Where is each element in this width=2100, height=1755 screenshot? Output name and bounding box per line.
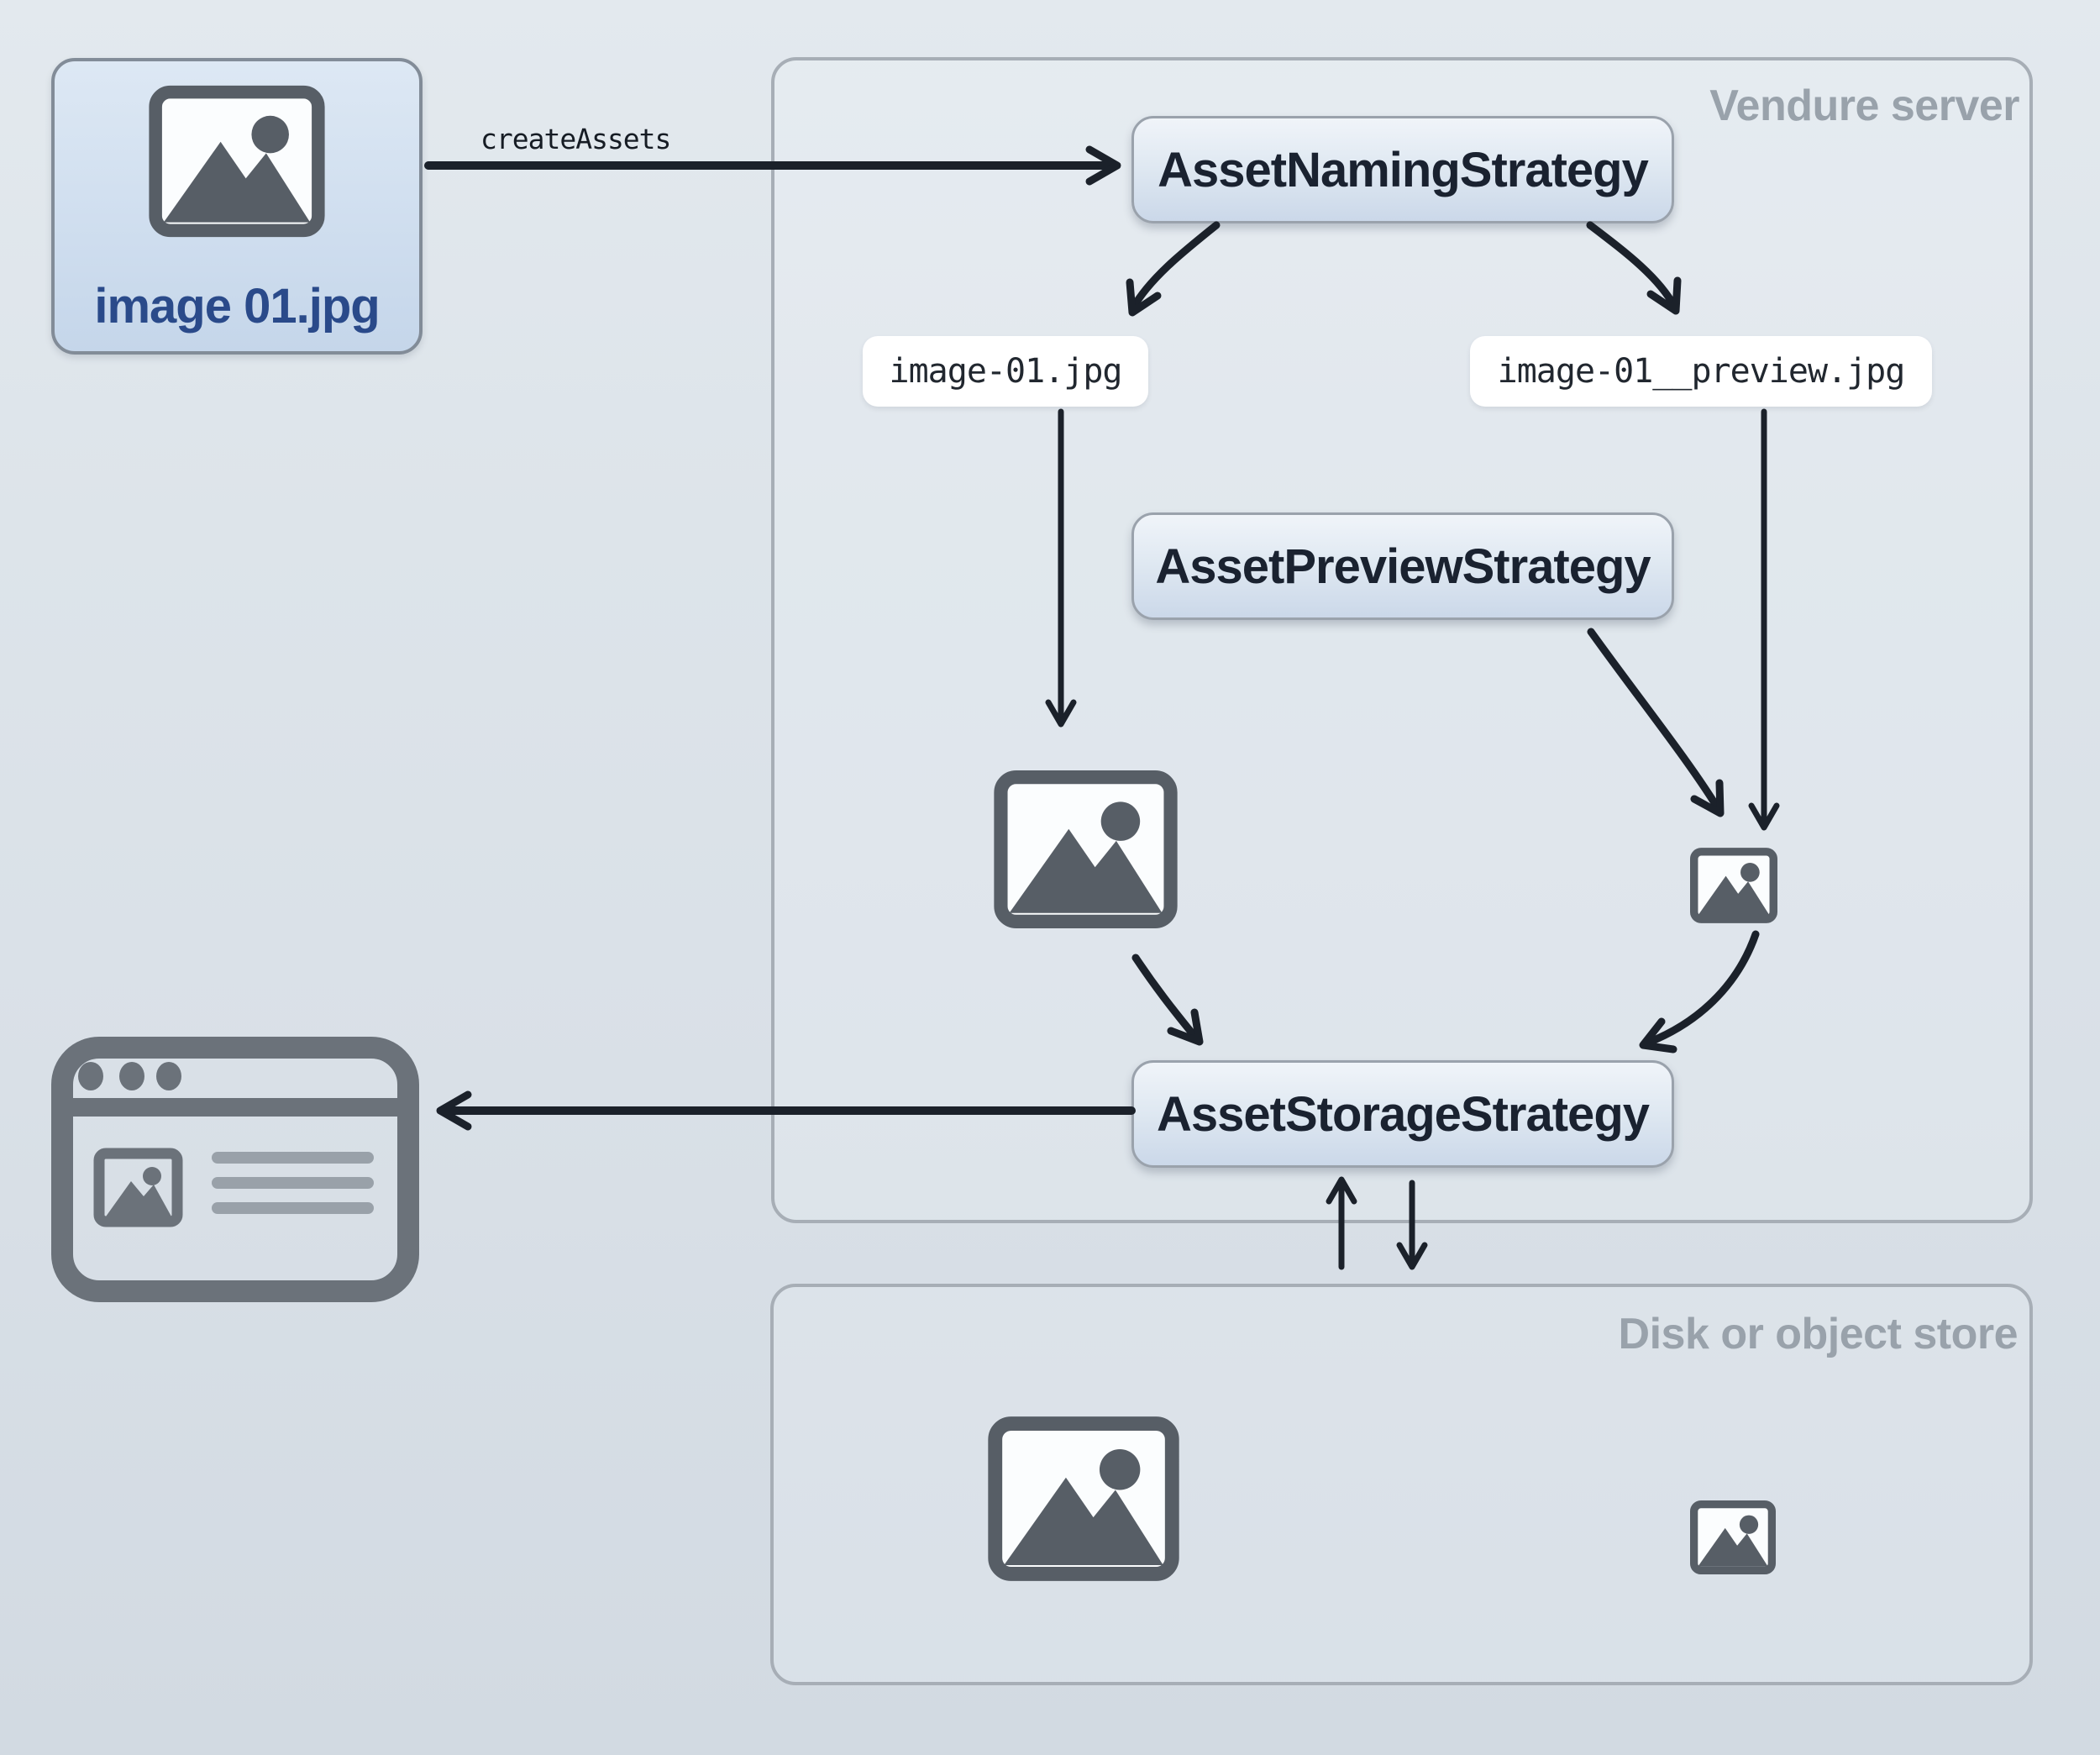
disk-store-box: Disk or object store [770, 1284, 2033, 1685]
browser-icon [51, 1037, 419, 1302]
source-image-label: image 01.jpg [94, 279, 380, 334]
disk-store-title: Disk or object store [1618, 1310, 2019, 1358]
asset-naming-strategy-node: AssetNamingStrategy [1131, 116, 1674, 223]
disk-image-icon-small [1690, 1500, 1776, 1575]
vendure-server-title: Vendure server [1709, 81, 2019, 130]
file-name-label-original: image-01.jpg [863, 336, 1148, 407]
disk-image-icon-large [988, 1416, 1179, 1581]
picture-icon [149, 85, 325, 238]
asset-storage-strategy-node: AssetStorageStrategy [1131, 1060, 1674, 1168]
vendure-server-box: Vendure server [771, 57, 2033, 1223]
asset-preview-strategy-node: AssetPreviewStrategy [1131, 512, 1674, 620]
asset-image-icon-large [994, 770, 1178, 928]
asset-image-icon-small [1690, 848, 1777, 923]
create-assets-arrow-label: createAssets [480, 123, 671, 155]
source-image-card: image 01.jpg [51, 58, 423, 355]
file-name-label-preview: image-01__preview.jpg [1470, 336, 1932, 407]
